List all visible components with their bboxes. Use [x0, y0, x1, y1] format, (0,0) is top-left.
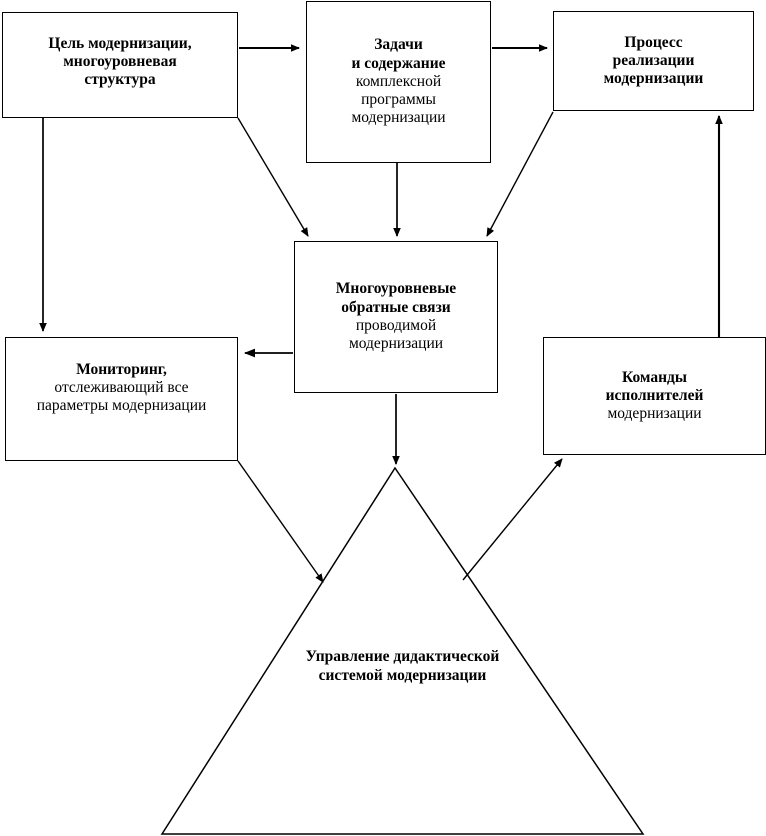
node-goal[interactable]: Цель модернизации, многоуровневая структ… — [2, 12, 238, 118]
connector-process-to-feedback — [486, 111, 554, 237]
node-teams[interactable]: Команды исполнителей модернизации — [543, 337, 766, 455]
node-management-triangle-line-2: дидактической — [393, 648, 500, 665]
node-feedback-line-1: Многоуровневые — [335, 280, 457, 298]
node-management-triangle[interactable]: Управление дидактической системой модерн… — [300, 648, 505, 685]
node-monitoring[interactable]: Мониторинг, отслеживающий все параметры … — [5, 337, 238, 461]
node-tasks-line-2: и содержание — [351, 54, 446, 72]
node-tasks[interactable]: Задачи и содержание комплексной программ… — [306, 1, 491, 163]
node-management-triangle-line-1: Управление — [305, 648, 390, 665]
node-tasks-line-1: Задачи — [374, 36, 423, 54]
connector-monitoring-to-triangle — [237, 460, 324, 583]
node-management-triangle-line-4: модернизации — [386, 666, 487, 684]
node-goal-line-1: Цель модернизации, — [48, 34, 192, 52]
node-feedback-line-3: проводимой — [355, 317, 437, 334]
node-teams-line-1: Команды — [622, 368, 687, 386]
node-process-line-1: Процесс — [624, 33, 683, 51]
node-monitoring-line-2: отслеживающий все — [54, 378, 189, 396]
node-monitoring-line-1: Мониторинг, — [76, 360, 167, 378]
node-teams-line-2: исполнителей — [605, 386, 704, 404]
node-process[interactable]: Процесс реализации модернизации — [553, 11, 754, 111]
connector-goal-to-feedback — [237, 117, 309, 237]
node-management-triangle-line-3: системой — [318, 666, 383, 684]
node-process-line-2: реализации — [612, 51, 695, 69]
node-process-line-3: модернизации — [603, 70, 704, 88]
node-teams-line-3: модернизации — [607, 405, 702, 423]
node-goal-line-3: структура — [84, 71, 156, 89]
node-feedback[interactable]: Многоуровневые обратные связи проводимой… — [294, 241, 498, 393]
node-goal-line-2: многоуровневая — [63, 52, 177, 70]
node-feedback-line-2: обратные связи — [341, 298, 451, 316]
node-tasks-line-4: программы — [361, 91, 436, 109]
connector-triangle-to-teams — [462, 458, 563, 581]
node-feedback-line-4: модернизации — [348, 335, 444, 353]
node-tasks-line-5: модернизации — [351, 109, 446, 127]
node-tasks-line-3: комплексной — [355, 72, 442, 90]
node-monitoring-line-3: параметры модернизации — [36, 397, 207, 415]
